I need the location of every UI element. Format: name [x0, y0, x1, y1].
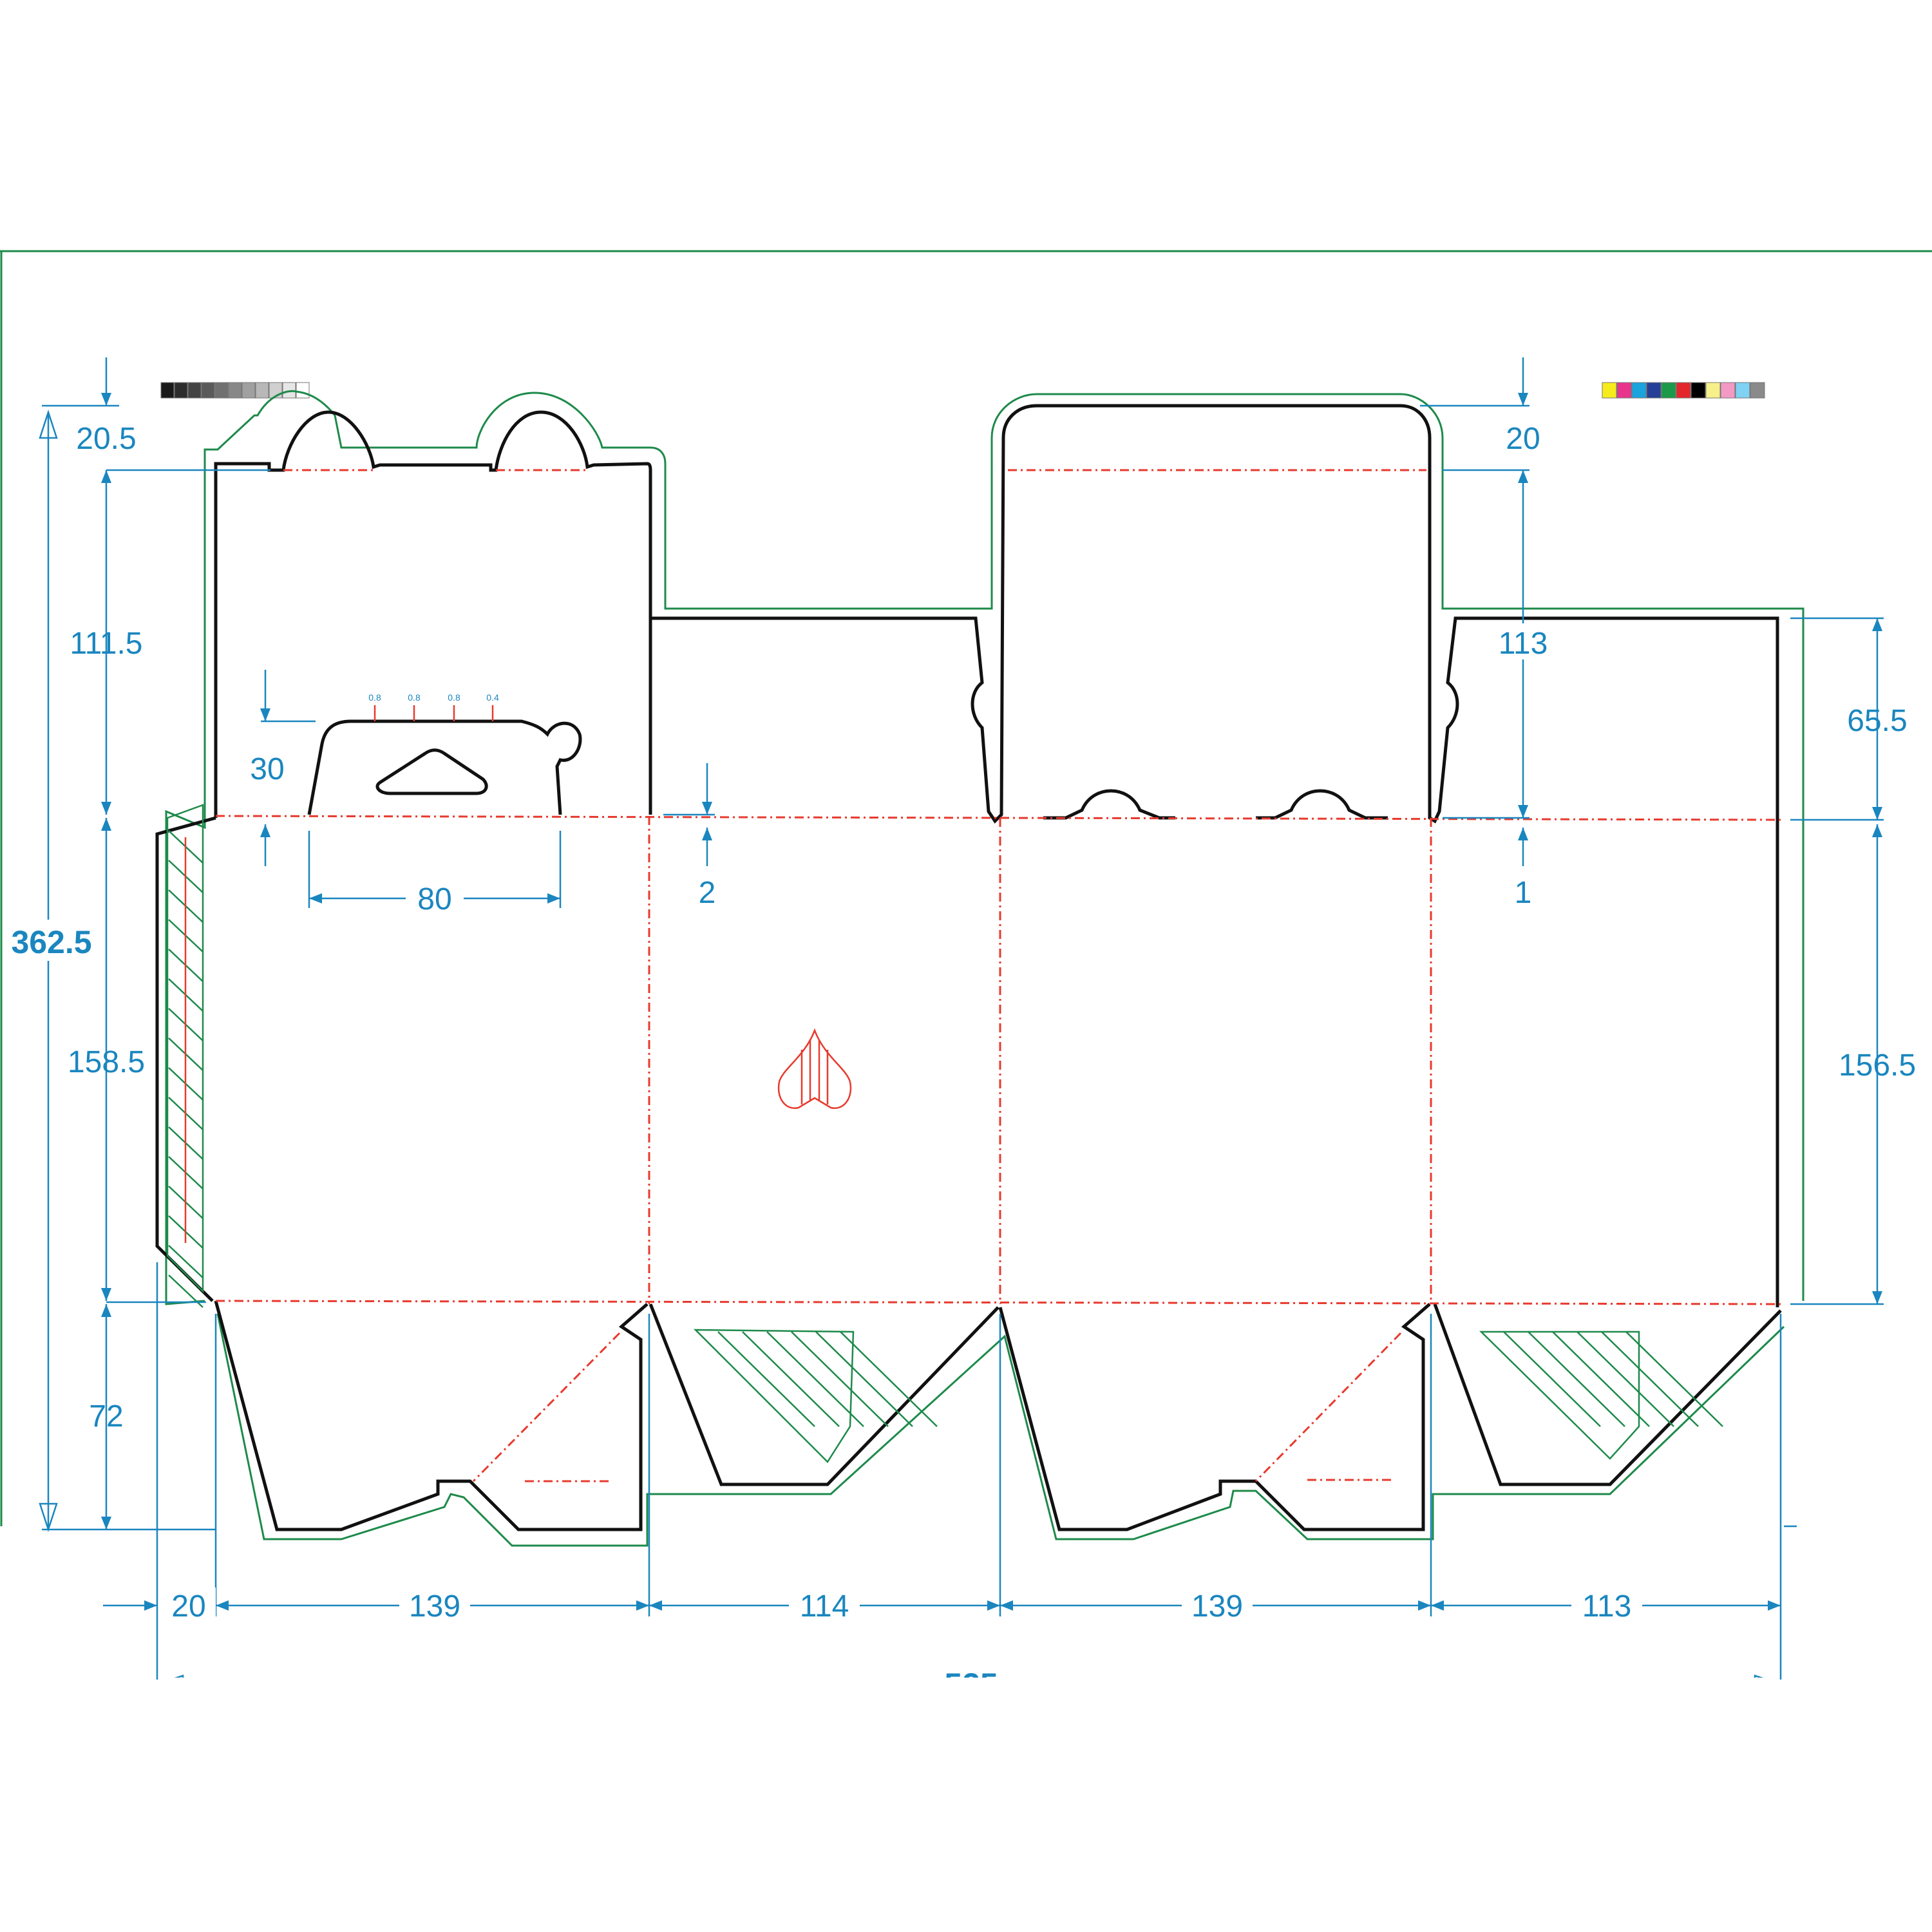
hang-mark-label: 0.4 — [486, 692, 499, 703]
total-width-group: 525 — [174, 1667, 1764, 1703]
grain-arrow-symbol — [777, 1028, 852, 1110]
hang-mark-label: 0.8 — [368, 692, 381, 703]
gray-swatch-bar — [160, 382, 310, 399]
small-gap-left-label: 2 — [699, 876, 716, 910]
hatch-line — [791, 1331, 889, 1427]
hang-hole-marks: 0.8 0.8 0.8 0.4 — [368, 692, 499, 721]
right-main-panel-label: 156.5 — [1839, 1048, 1916, 1083]
gray-swatch — [296, 382, 310, 399]
gray-swatch — [228, 382, 242, 399]
color-swatch — [1720, 382, 1736, 399]
total-width-label: 525 — [944, 1667, 998, 1703]
hatch-line — [742, 1331, 840, 1427]
gray-swatch — [255, 382, 269, 399]
dimension-lines — [39, 357, 1884, 1687]
hatch-line — [1552, 1331, 1650, 1427]
glue-flap-width-label: 20 — [171, 1589, 205, 1624]
panel-3-width-label: 139 — [1191, 1589, 1243, 1624]
gray-swatch — [242, 382, 256, 399]
hang-hole-depth-label: 30 — [250, 752, 284, 786]
color-swatch — [1661, 382, 1676, 399]
hang-mark-label: 0.8 — [408, 692, 421, 703]
color-swatch — [1631, 382, 1647, 399]
hatch-line — [1601, 1331, 1699, 1427]
hatch-line — [766, 1331, 864, 1427]
color-swatch — [1602, 382, 1617, 399]
small-gap-right-label: 1 — [1515, 876, 1532, 910]
color-swatch — [1750, 382, 1765, 399]
gray-swatch — [187, 382, 202, 399]
top-panel-height-label: 111.5 — [70, 627, 143, 661]
hang-hole-width-label: 80 — [417, 882, 451, 916]
hatch-line — [1577, 1331, 1674, 1427]
hatch-line — [1528, 1331, 1625, 1427]
gray-swatch — [282, 382, 296, 399]
panel-4-width-label: 113 — [1582, 1589, 1632, 1624]
gray-swatch — [201, 382, 215, 399]
gray-swatch — [174, 382, 188, 399]
total-height-label: 362.5 — [11, 924, 91, 960]
gray-swatch — [160, 382, 175, 399]
hatch-line — [840, 1331, 938, 1427]
hatch-line — [168, 1245, 204, 1278]
right-dust-flap-label: 65.5 — [1847, 704, 1907, 738]
hatch-line — [1625, 1331, 1723, 1427]
fold-lines — [215, 469, 1781, 1482]
dimension-labels: 362.5 20.5 111.5 158.5 72 30 80 2 20 113… — [6, 422, 1916, 1624]
hatch-line — [717, 1331, 815, 1427]
bottom-flap-height-label: 72 — [89, 1399, 123, 1434]
gray-swatch — [214, 382, 229, 399]
page-frame — [0, 250, 1932, 1526]
cut-lines — [155, 404, 1782, 1531]
panel-1-width-label: 139 — [409, 1589, 460, 1624]
color-swatch — [1616, 382, 1632, 399]
hatch-line — [1503, 1331, 1601, 1427]
color-swatch — [1646, 382, 1662, 399]
color-swatch — [1735, 382, 1750, 399]
color-swatch-bar — [1602, 382, 1765, 399]
color-swatch — [1690, 382, 1706, 399]
hang-mark-label: 0.8 — [448, 692, 460, 703]
panel-2-width-label: 114 — [800, 1589, 849, 1624]
bleed-outline — [165, 390, 1804, 1547]
color-swatch — [1705, 382, 1721, 399]
hatch-line — [815, 1331, 913, 1427]
main-panel-height-label: 158.5 — [68, 1045, 145, 1079]
right-top-tab-label: 20 — [1506, 422, 1540, 456]
color-swatch — [1676, 382, 1691, 399]
top-tab-height-label: 20.5 — [76, 422, 136, 456]
right-top-panel-label: 113 — [1499, 627, 1548, 661]
